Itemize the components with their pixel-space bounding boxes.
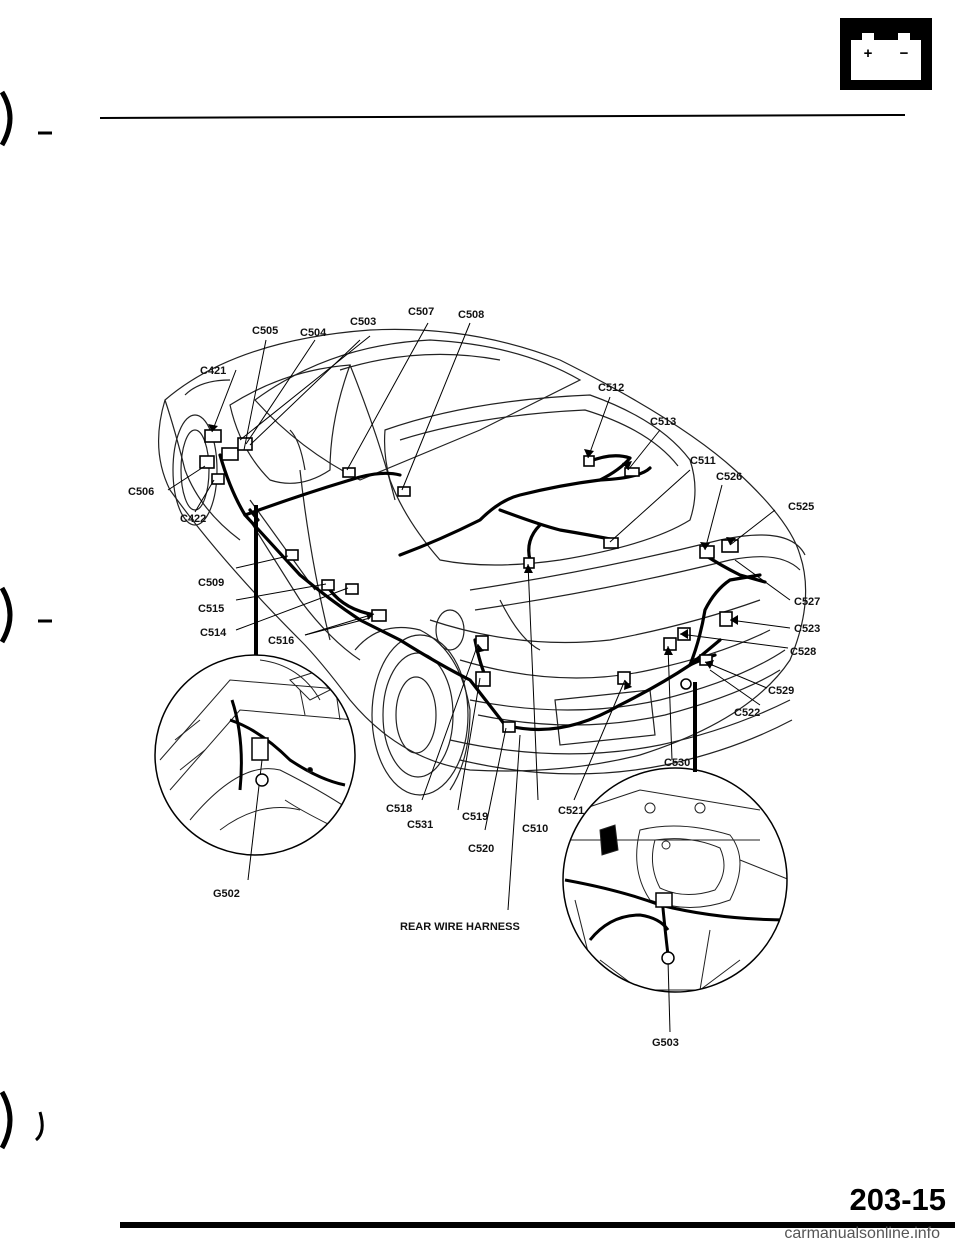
label-c525: C525 (788, 501, 814, 513)
label-c421: C421 (200, 365, 226, 377)
label-c519: C519 (462, 811, 488, 823)
label-c511: C511 (690, 455, 716, 467)
connector-c516-block (371, 609, 387, 622)
connector-c529-block (699, 654, 713, 666)
label-c515: C515 (198, 603, 224, 615)
label-c422: C422 (180, 513, 206, 525)
inset-right-bar (693, 682, 697, 772)
connector-c528-block (663, 637, 677, 651)
connector-c521-block (617, 671, 631, 685)
label-c529: C529 (768, 685, 794, 697)
label-c505: C505 (252, 325, 278, 337)
label-c518: C518 (386, 803, 412, 815)
connector-c421-block (204, 429, 222, 443)
connector-c513-block (624, 467, 640, 477)
label-c527: C527 (794, 596, 820, 608)
connector-c514-block (345, 583, 359, 595)
label-c509: C509 (198, 577, 224, 589)
inset-right-detail (562, 767, 788, 993)
label-c523: C523 (794, 623, 820, 635)
connector-c509-block (285, 549, 299, 561)
inset-left-detail (154, 654, 356, 856)
watermark: carmanualsonline.info (784, 1225, 940, 1242)
connector-c526-block (699, 545, 715, 559)
connector-c520-block (502, 721, 516, 733)
label-rear-wire-harness: REAR WIRE HARNESS (400, 921, 520, 933)
label-c514: C514 (200, 627, 227, 639)
car-body (158, 328, 807, 796)
label-c531: C531 (407, 819, 433, 831)
connector-c505-block (221, 447, 239, 461)
label-c521: C521 (558, 805, 584, 817)
battery-plus: + (864, 45, 873, 62)
connector-c507-block (342, 467, 356, 478)
label-c510: C510 (522, 823, 548, 835)
label-c508: C508 (458, 309, 484, 321)
label-c504: C504 (300, 327, 327, 339)
label-c507: C507 (408, 306, 434, 318)
label-c526: C526 (716, 471, 742, 483)
label-c513: C513 (650, 416, 676, 428)
header-rule (99, 114, 906, 119)
label-c522: C522 (734, 707, 760, 719)
connector-c506-block (199, 455, 215, 469)
connector-c515-block (321, 579, 335, 591)
label-c530: C530 (664, 757, 690, 769)
connector-c523-block (719, 611, 733, 627)
leader-lines (167, 322, 791, 1033)
connector-c519-block (475, 671, 491, 687)
callout-labels: C421 C505 C504 C503 C507 C508 C506 C422 … (128, 306, 820, 1049)
battery-icon: + − (840, 18, 932, 90)
bottom-rule (120, 1222, 955, 1228)
battery-minus: − (900, 45, 909, 62)
inset-left-bar (254, 505, 258, 655)
connector-c512-block (583, 455, 595, 467)
label-g502: G502 (213, 888, 240, 900)
label-g503: G503 (652, 1037, 679, 1049)
label-c516: C516 (268, 635, 294, 647)
arrowheads (208, 424, 738, 690)
label-c506: C506 (128, 486, 154, 498)
connector-c422-block (211, 473, 225, 485)
label-c528: C528 (790, 646, 816, 658)
label-c520: C520 (468, 843, 494, 855)
label-c503: C503 (350, 316, 376, 328)
connector-c530-block (680, 678, 692, 690)
label-c512: C512 (598, 382, 624, 394)
connector-c508-block (397, 486, 411, 497)
page-number: 203-15 (849, 1182, 946, 1217)
binder-marks (0, 90, 52, 1150)
connector-c511-block (603, 537, 619, 549)
